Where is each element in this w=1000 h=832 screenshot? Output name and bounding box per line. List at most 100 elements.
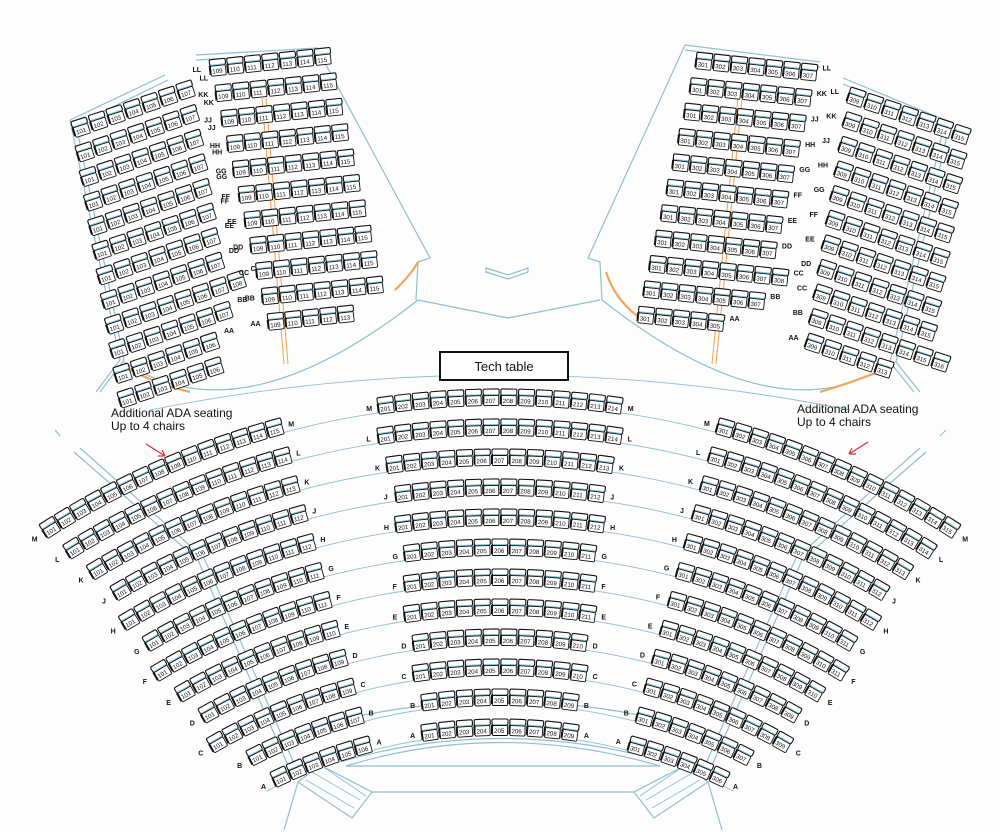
- seat[interactable]: 302: [706, 79, 725, 98]
- seat[interactable]: 201: [376, 425, 395, 445]
- seat[interactable]: 112: [238, 456, 259, 478]
- seat[interactable]: 311: [835, 629, 859, 652]
- seat[interactable]: 107: [180, 509, 202, 532]
- seat[interactable]: 306: [781, 60, 801, 80]
- seat[interactable]: 106: [196, 568, 218, 590]
- seat[interactable]: 214: [604, 425, 624, 445]
- seat[interactable]: 310: [820, 620, 843, 643]
- seat[interactable]: 302: [675, 624, 697, 646]
- seat[interactable]: 102: [100, 184, 121, 206]
- seat[interactable]: 103: [116, 540, 139, 563]
- seat[interactable]: 206: [491, 538, 509, 556]
- seat[interactable]: 206: [508, 688, 527, 707]
- seat[interactable]: 102: [100, 548, 124, 572]
- seat[interactable]: 307: [764, 215, 784, 234]
- seat[interactable]: 307: [758, 240, 778, 260]
- seat[interactable]: 106: [170, 159, 191, 181]
- seat[interactable]: 205: [473, 568, 491, 587]
- seat[interactable]: 209: [517, 388, 536, 407]
- seat[interactable]: 113: [313, 203, 332, 222]
- seat[interactable]: 203: [455, 689, 474, 708]
- seat[interactable]: 112: [284, 154, 303, 173]
- seat[interactable]: 310: [837, 561, 860, 584]
- seat[interactable]: 205: [482, 628, 500, 647]
- seat[interactable]: 207: [508, 568, 527, 587]
- seat[interactable]: 209: [543, 570, 562, 589]
- seat[interactable]: 306: [757, 590, 779, 612]
- seat[interactable]: 109: [266, 311, 285, 331]
- seat[interactable]: 102: [125, 332, 146, 353]
- seat[interactable]: 304: [692, 693, 714, 716]
- seat[interactable]: 101: [99, 289, 121, 310]
- seat[interactable]: 110: [180, 445, 202, 467]
- seat[interactable]: 305: [712, 287, 732, 307]
- seat[interactable]: 103: [68, 498, 91, 521]
- seat[interactable]: 309: [820, 234, 842, 256]
- seat[interactable]: 211: [552, 420, 571, 439]
- seat[interactable]: 204: [455, 569, 474, 588]
- seat[interactable]: 106: [161, 110, 183, 132]
- seat[interactable]: 305: [773, 467, 795, 490]
- seat[interactable]: 303: [724, 514, 746, 536]
- seat[interactable]: 301: [666, 591, 688, 612]
- seat[interactable]: 108: [196, 503, 218, 525]
- seat[interactable]: 103: [105, 104, 126, 126]
- seat[interactable]: 302: [651, 711, 673, 733]
- seat[interactable]: 106: [178, 208, 200, 230]
- seat[interactable]: 104: [156, 553, 179, 576]
- seat[interactable]: 313: [915, 111, 937, 133]
- seat[interactable]: 104: [164, 583, 187, 606]
- seat[interactable]: 312: [893, 130, 915, 151]
- seat[interactable]: 304: [716, 606, 738, 628]
- seat[interactable]: 103: [126, 227, 147, 249]
- seat[interactable]: 305: [752, 109, 772, 129]
- seat[interactable]: 108: [253, 577, 275, 599]
- seat[interactable]: 310: [846, 191, 868, 213]
- seat[interactable]: 109: [336, 677, 357, 699]
- seat[interactable]: 203: [455, 719, 474, 738]
- seat[interactable]: 102: [121, 307, 142, 329]
- seat[interactable]: 111: [312, 591, 333, 612]
- seat[interactable]: 102: [87, 110, 109, 132]
- seat[interactable]: 207: [508, 598, 527, 617]
- seat[interactable]: 212: [578, 452, 598, 472]
- seat[interactable]: 102: [96, 159, 117, 181]
- seat[interactable]: 106: [139, 495, 162, 517]
- seat[interactable]: 104: [147, 245, 169, 267]
- seat[interactable]: 107: [294, 659, 316, 680]
- seat[interactable]: 202: [411, 512, 430, 531]
- seat[interactable]: 303: [688, 233, 708, 252]
- seat[interactable]: 112: [263, 480, 284, 501]
- seat[interactable]: 308: [764, 693, 787, 715]
- seat[interactable]: 106: [228, 619, 251, 642]
- seat[interactable]: 309: [813, 583, 836, 606]
- seat[interactable]: 110: [243, 132, 262, 151]
- seat[interactable]: 207: [508, 538, 527, 557]
- seat[interactable]: 306: [797, 445, 820, 467]
- seat[interactable]: 311: [880, 99, 902, 121]
- seat[interactable]: 113: [325, 253, 344, 273]
- seat[interactable]: 102: [156, 620, 179, 644]
- seat[interactable]: 111: [255, 105, 274, 124]
- seat[interactable]: 115: [319, 72, 338, 92]
- seat[interactable]: 310: [845, 532, 868, 555]
- seat[interactable]: 309: [832, 160, 854, 182]
- seat[interactable]: 101: [82, 190, 104, 212]
- seat[interactable]: 210: [569, 663, 589, 683]
- seat[interactable]: 103: [301, 751, 323, 774]
- seat[interactable]: 315: [950, 124, 972, 145]
- seat[interactable]: 103: [228, 685, 251, 707]
- seat[interactable]: 302: [665, 256, 685, 276]
- seat[interactable]: 310: [861, 473, 884, 496]
- seat[interactable]: 101: [109, 578, 132, 602]
- seat[interactable]: 110: [266, 233, 285, 253]
- seat[interactable]: 204: [429, 390, 447, 409]
- seat[interactable]: 312: [860, 326, 882, 348]
- seat[interactable]: 303: [676, 687, 698, 709]
- seat[interactable]: 103: [148, 591, 171, 614]
- seat[interactable]: 315: [942, 173, 964, 195]
- seat[interactable]: 302: [667, 653, 689, 675]
- seat[interactable]: 306: [741, 648, 763, 671]
- seat[interactable]: 211: [569, 481, 589, 501]
- seat[interactable]: 308: [805, 546, 828, 568]
